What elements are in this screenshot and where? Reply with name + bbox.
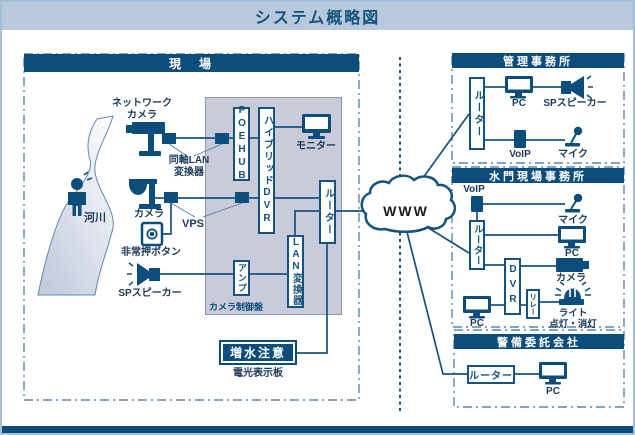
amp-box: アンプ	[233, 260, 250, 296]
security-company-header: 警備委託会社	[454, 334, 624, 349]
www-cloud	[360, 174, 457, 233]
field-sp-speaker-label: SPスピーカー	[118, 288, 182, 299]
hybrid-dvr-box: ハイブリッドDVR	[258, 107, 275, 234]
sluice-pc-label: PC	[565, 248, 579, 259]
admin-sp-speaker-icon	[561, 75, 593, 99]
sluice-router-box: ルーター	[469, 220, 485, 270]
sluice-pc2-label: PC	[470, 318, 484, 329]
monitor-icon	[302, 114, 331, 139]
field-box-border	[23, 53, 360, 401]
sluice-office-title: 水門現場事務所	[489, 170, 587, 183]
river-label: 河川	[84, 212, 106, 224]
sluice-pc2-icon	[463, 296, 491, 319]
admin-mic-label: マイク	[558, 149, 588, 160]
coax-converter-label: 同軸LAN 変換器	[168, 155, 210, 178]
admin-voip-label: VoIP	[509, 149, 531, 160]
sign-text: 増水注意	[223, 344, 293, 361]
sluice-voip-icon	[471, 196, 483, 212]
admin-router-box: ルーター	[469, 77, 485, 150]
poe-hub-box: POEHUB	[233, 105, 250, 183]
security-pc-icon	[539, 362, 567, 385]
admin-office-header: 管理事務所	[452, 53, 624, 68]
admin-office-border	[451, 53, 625, 164]
sluice-voip-label: VoIP	[463, 184, 485, 195]
vps-converter-icons	[164, 192, 249, 203]
admin-pc-label: PC	[512, 98, 526, 109]
sluice-office-border	[451, 166, 625, 328]
dome-camera-icon	[129, 179, 161, 209]
security-company-title: 警備委託会社	[497, 336, 581, 349]
electric-sign-board: 増水注意	[219, 340, 297, 365]
www-label: WWW	[383, 203, 429, 219]
lan-converter-box: LAN変換器	[287, 235, 304, 308]
field-section-header: 現 場	[24, 54, 359, 72]
sluice-camera-label: カメラ	[556, 273, 586, 284]
admin-sp-speaker-label: SPスピーカー	[543, 98, 607, 109]
security-company-border	[453, 329, 625, 408]
field-title: 現 場	[168, 56, 214, 71]
admin-pc-icon	[505, 76, 533, 99]
coax-lan-converter-icons	[162, 133, 229, 144]
warning-light-label: ライト 点灯・消灯	[549, 308, 597, 331]
security-pc-label: PC	[546, 386, 560, 397]
emergency-button-label: 非常押ボタン	[121, 247, 181, 258]
vps-label: VPS	[182, 218, 205, 230]
relay-box: リレー	[526, 289, 540, 319]
title-banner: システム概略図	[2, 2, 633, 30]
admin-voip-icon	[514, 130, 526, 148]
callout-lines	[168, 143, 243, 218]
warning-light-icon	[555, 281, 591, 305]
security-router-box: ルーター	[467, 365, 515, 384]
field-router-box: ルーター	[319, 180, 336, 244]
page-title: システム概略図	[254, 10, 381, 27]
admin-office-title: 管理事務所	[503, 55, 573, 68]
network-camera-label: ネットワーク カメラ	[112, 98, 172, 121]
sluice-office-header: 水門現場事務所	[452, 168, 624, 183]
sluice-mic-label: マイク	[558, 215, 588, 226]
emergency-button-icon	[140, 221, 164, 247]
connection-lines	[155, 86, 565, 375]
network-camera-icon	[126, 122, 165, 156]
bottom-bar	[2, 426, 633, 433]
field-camera-label: カメラ	[134, 209, 164, 220]
person-icon	[68, 171, 93, 216]
electric-board-label: 電光表示板	[233, 368, 283, 379]
sluice-box-camera-icon	[556, 258, 589, 272]
control-panel-label: カメラ制御盤	[209, 302, 264, 312]
sluice-dvr-box: DVR	[504, 258, 521, 315]
sluice-pc-icon	[558, 226, 586, 249]
sluice-mic-icon	[565, 193, 583, 213]
admin-mic-icon	[565, 126, 583, 147]
monitor-label: モニター	[296, 141, 336, 152]
sp-speaker-icon	[127, 262, 160, 286]
